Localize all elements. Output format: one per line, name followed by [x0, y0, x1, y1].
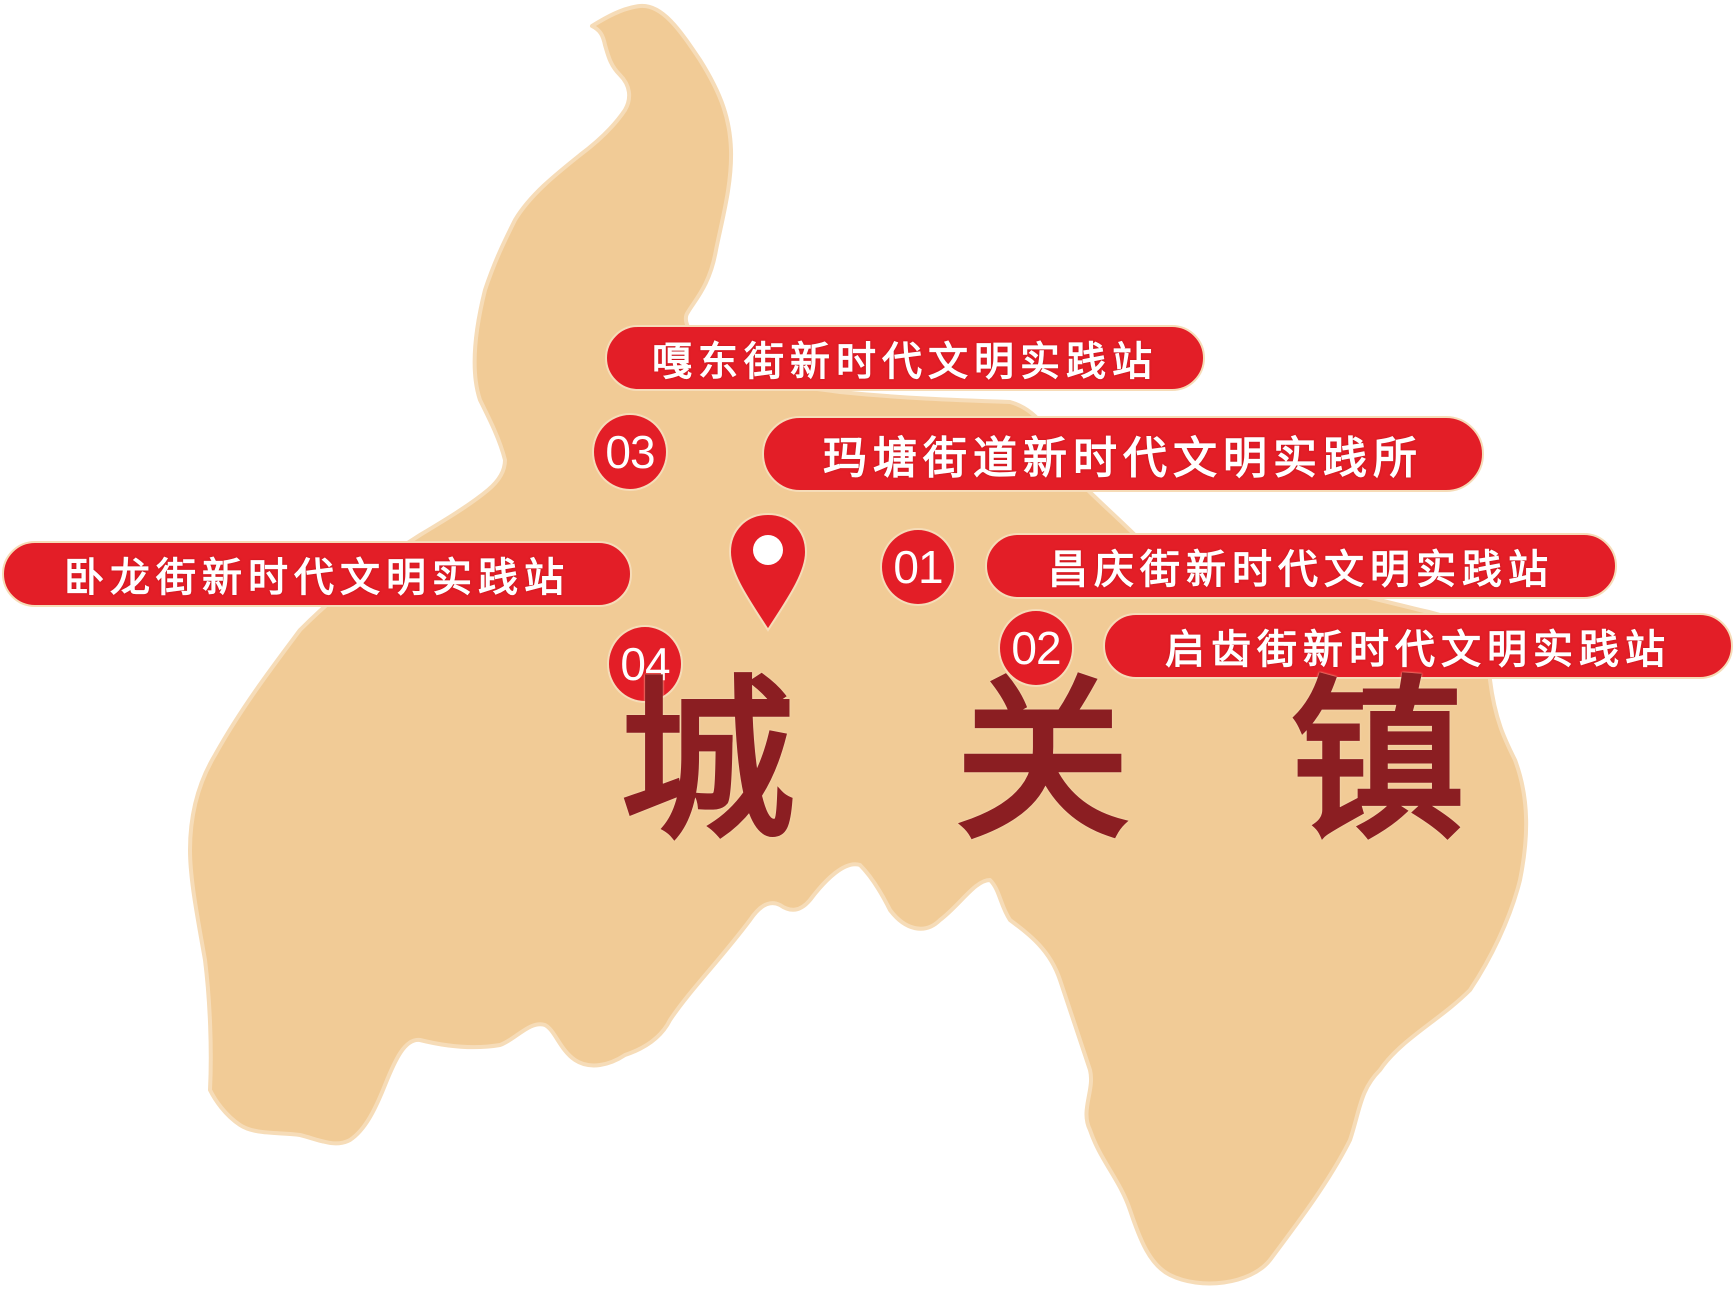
station-name-02: 启齿街新时代文明实践站: [1165, 627, 1671, 673]
region-title: 城 关 镇: [620, 675, 1465, 850]
station-number-01: 01: [893, 541, 943, 593]
location-pin-icon: [728, 512, 808, 632]
station-number-04: 04: [620, 638, 670, 690]
station-badge-03[interactable]: 03: [592, 413, 668, 491]
station-label-04[interactable]: 卧龙街新时代文明实践站: [2, 541, 632, 607]
station-label-03[interactable]: 嘎东街新时代文明实践站: [605, 325, 1205, 391]
region-title-char-1: 城: [620, 661, 795, 864]
center-name: 玛塘街道新时代文明实践所: [823, 433, 1423, 484]
station-badge-01[interactable]: 01: [880, 528, 956, 606]
center-label[interactable]: 玛塘街道新时代文明实践所: [762, 416, 1484, 492]
region-title-char-3: 镇: [1290, 661, 1465, 864]
station-label-02[interactable]: 启齿街新时代文明实践站: [1103, 613, 1733, 679]
station-name-03: 嘎东街新时代文明实践站: [652, 339, 1158, 385]
station-badge-02[interactable]: 02: [998, 609, 1074, 687]
station-name-04: 卧龙街新时代文明实践站: [64, 555, 570, 601]
station-label-01[interactable]: 昌庆街新时代文明实践站: [985, 533, 1617, 599]
station-name-01: 昌庆街新时代文明实践站: [1048, 547, 1554, 593]
station-number-02: 02: [1011, 622, 1061, 674]
station-badge-04[interactable]: 04: [607, 625, 683, 703]
region-title-char-2: 关: [955, 661, 1130, 864]
station-number-03: 03: [605, 426, 655, 478]
